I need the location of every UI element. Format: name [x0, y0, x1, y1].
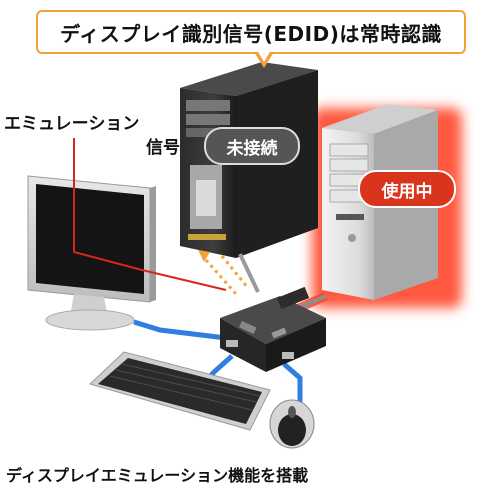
- emulation-signal-label: エミュレーション 信号: [4, 112, 182, 160]
- emulation-signal-line: [73, 138, 227, 291]
- lcd-monitor: [27, 175, 156, 331]
- emulation-label-line2: 信号: [146, 138, 180, 158]
- feature-caption: ディスプレイエミュレーション機能を搭載: [6, 466, 309, 485]
- badge-unconnected: 未接続: [204, 127, 300, 165]
- callout-tail-icon: [254, 50, 274, 68]
- badge-in-use: 使用中: [358, 170, 456, 208]
- emulation-label-line1: エミュレーション: [4, 114, 140, 134]
- keyboard: [89, 351, 271, 431]
- edid-callout-text: ディスプレイ識別信号(EDID)は常時認識: [60, 21, 442, 46]
- kvm-switch: [220, 286, 326, 372]
- edid-dotted-arrows: [204, 255, 250, 295]
- arrow-head-icon: [198, 250, 210, 262]
- badge-in-use-text: 使用中: [381, 181, 433, 202]
- badge-unconnected-text: 未接続: [226, 138, 278, 159]
- mouse: [269, 399, 315, 449]
- edid-callout: ディスプレイ識別信号(EDID)は常時認識: [36, 10, 466, 54]
